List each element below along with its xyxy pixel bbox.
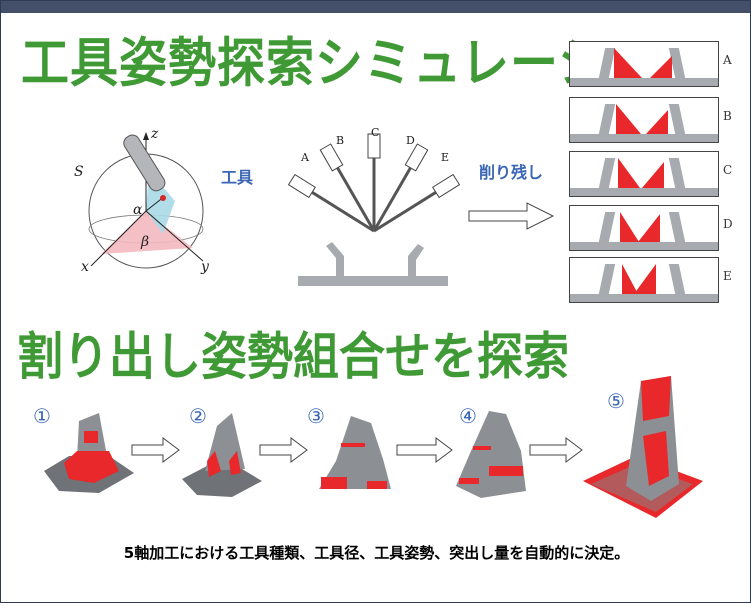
- stage-label-2: B: [723, 109, 732, 123]
- part-step-4: [456, 411, 526, 498]
- tool-label: 工具: [221, 168, 254, 187]
- stage-panel-4: [569, 205, 719, 251]
- sphere-s-label: S: [74, 164, 84, 180]
- z-axis-label: z: [150, 126, 159, 142]
- y-axis-label: y: [200, 259, 210, 275]
- sphere-coordinate-diagram: z x y S α β: [74, 126, 210, 275]
- right-arrow-icon: [468, 202, 555, 230]
- stage-label-5: E: [723, 269, 732, 283]
- stage-panel-1: [569, 41, 719, 87]
- fan-tool-1: [301, 184, 375, 233]
- part-step-5: [583, 376, 703, 518]
- fan-holder-1: [287, 173, 316, 199]
- part-step-2: [182, 413, 262, 497]
- tool-orientation-fan: A B C D E: [287, 126, 461, 286]
- step-1-number: ①: [33, 404, 51, 428]
- fan-label-c: C: [371, 126, 379, 139]
- section-title-index-posture: 割り出し姿勢組合せを探索: [17, 326, 569, 386]
- fan-holder-5: [432, 173, 461, 199]
- stage-label-3: C: [723, 163, 733, 177]
- fan-holder-3: [367, 133, 381, 159]
- beta-label: β: [140, 234, 149, 250]
- x-axis-label: x: [81, 259, 89, 275]
- fan-tool-4: [372, 156, 418, 232]
- alpha-label: α: [133, 202, 143, 218]
- fan-tool-5: [373, 184, 447, 233]
- uncut-label: 削り残し: [479, 163, 544, 182]
- process-arrow-2: [259, 437, 308, 463]
- step-5-number: ⑤: [607, 389, 625, 413]
- caption: 5軸加工における工具種類、工具径、工具姿勢、突出し量を自動的に決定。: [123, 544, 630, 562]
- process-arrow-4: [529, 437, 583, 463]
- fan-label-b: B: [336, 134, 344, 147]
- stage-panel-2: [569, 97, 719, 143]
- step-4-number: ④: [459, 404, 477, 428]
- fan-label-e: E: [441, 151, 449, 164]
- part-step-1: [44, 413, 134, 493]
- stage-panel-3: [569, 151, 719, 197]
- top-bar: [1, 1, 750, 13]
- fan-label-a: A: [300, 151, 310, 164]
- step-2-number: ②: [189, 404, 207, 428]
- stage-label-1: A: [723, 53, 732, 67]
- step-3-number: ③: [307, 404, 325, 428]
- fan-holder-2: [319, 143, 344, 172]
- fan-label-d: D: [406, 134, 415, 147]
- fan-tool-2: [330, 156, 376, 232]
- process-arrow-1: [131, 437, 180, 463]
- fan-holder-4: [404, 143, 429, 172]
- stage-label-4: D: [723, 217, 733, 231]
- part-step-3: [319, 416, 391, 489]
- stage-panel-5: [569, 257, 719, 303]
- process-arrow-3: [396, 437, 453, 463]
